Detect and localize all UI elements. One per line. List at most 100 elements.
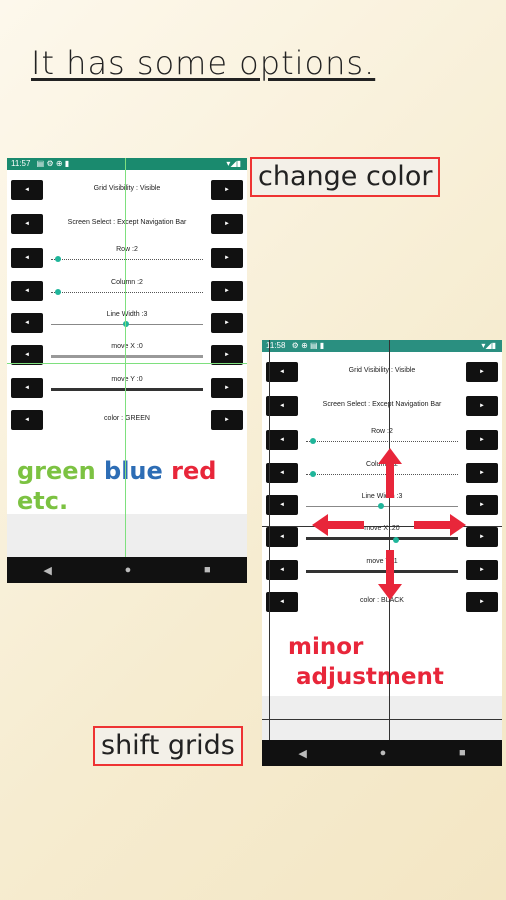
column-next-button[interactable]: ► xyxy=(466,463,498,483)
slider-thumb[interactable] xyxy=(123,321,129,327)
screen-select-prev-button[interactable]: ◄ xyxy=(266,396,298,416)
line-width-prev-button[interactable]: ◄ xyxy=(266,495,298,515)
row-label: Row :2 xyxy=(116,246,138,253)
move-y-slider[interactable] xyxy=(306,570,458,573)
status-icons-left: ▤ ⚙ ⊕ ▮ xyxy=(36,159,70,168)
word-red: red xyxy=(171,457,217,485)
color-next-button[interactable]: ► xyxy=(466,592,498,612)
line-width-row: ◄ Line Width :3 ► xyxy=(262,493,502,517)
color-prev-button[interactable]: ◄ xyxy=(266,592,298,612)
column-slider[interactable] xyxy=(51,289,203,295)
move-x-prev-button[interactable]: ◄ xyxy=(11,345,43,365)
screen-select-label: Screen Select : Except Navigation Bar xyxy=(67,219,187,226)
row-prev-button[interactable]: ◄ xyxy=(11,248,43,268)
status-time: 11:57 xyxy=(11,159,31,168)
column-slider[interactable] xyxy=(306,471,458,477)
slider-thumb[interactable] xyxy=(310,471,316,477)
move-x-next-button[interactable]: ► xyxy=(211,345,243,365)
screen-select-row: ◄ Screen Select : Except Navigation Bar … xyxy=(7,214,247,236)
row-slider[interactable] xyxy=(306,438,458,444)
color-next-button[interactable]: ► xyxy=(211,410,243,430)
color-label: color : GREEN xyxy=(104,415,150,422)
move-y-slider[interactable] xyxy=(51,388,203,391)
grid-visibility-label: Grid Visibility : Visible xyxy=(93,185,161,192)
column-prev-button[interactable]: ◄ xyxy=(266,463,298,483)
move-y-next-button[interactable]: ► xyxy=(211,378,243,398)
grid-visibility-next-button[interactable]: ► xyxy=(466,362,498,382)
grid-visibility-prev-button[interactable]: ◄ xyxy=(11,180,43,200)
grid-visibility-row: ◄ Grid Visibility : Visible ► xyxy=(7,180,247,202)
grid-visibility-prev-button[interactable]: ◄ xyxy=(266,362,298,382)
slider-thumb[interactable] xyxy=(55,289,61,295)
move-y-label: move Y :1 xyxy=(366,558,398,565)
bottom-gray-area xyxy=(7,514,247,557)
grid-line-vertical xyxy=(125,158,126,583)
word-green: green xyxy=(17,457,96,485)
row-slider[interactable] xyxy=(51,256,203,262)
move-x-row: ◄ move X :20 ► xyxy=(262,525,502,549)
color-prev-button[interactable]: ◄ xyxy=(11,410,43,430)
move-y-row: ◄ move Y :1 ► xyxy=(262,558,502,582)
column-label: Column :2 xyxy=(366,461,398,468)
column-next-button[interactable]: ► xyxy=(211,281,243,301)
grid-visibility-next-button[interactable]: ► xyxy=(211,180,243,200)
line-width-slider[interactable] xyxy=(306,503,458,509)
word-etc: etc. xyxy=(17,487,69,515)
move-x-label: move X :20 xyxy=(364,525,400,532)
slider-thumb[interactable] xyxy=(55,256,61,262)
move-x-next-button[interactable]: ► xyxy=(466,527,498,547)
grid-line-horizontal-bottom xyxy=(262,719,502,720)
grid-visibility-label: Grid Visibility : Visible xyxy=(348,367,416,374)
column-count-row: ◄ Column :2 ► xyxy=(262,461,502,485)
row-prev-button[interactable]: ◄ xyxy=(266,430,298,450)
screen-select-prev-button[interactable]: ◄ xyxy=(11,214,43,234)
move-x-slider[interactable] xyxy=(51,355,203,358)
status-icons-left: ⚙ ⊕ ▤ ▮ xyxy=(291,341,325,350)
color-options-text: green blue red etc. xyxy=(17,456,216,516)
move-y-label: move Y :0 xyxy=(111,376,143,383)
back-icon[interactable]: ◀ xyxy=(43,564,52,577)
line-width-next-button[interactable]: ► xyxy=(211,313,243,333)
arrow-left-icon xyxy=(312,514,364,536)
minor-line-2: adjustment xyxy=(296,664,444,690)
headline: It has some options. xyxy=(31,44,376,82)
grid-visibility-row: ◄ Grid Visibility : Visible ► xyxy=(262,362,502,384)
status-bar: 11:57 ▤ ⚙ ⊕ ▮ ▾◢▮ xyxy=(7,158,247,170)
column-prev-button[interactable]: ◄ xyxy=(11,281,43,301)
home-icon[interactable]: ● xyxy=(379,747,387,759)
slider-thumb[interactable] xyxy=(310,438,316,444)
line-width-slider[interactable] xyxy=(51,321,203,327)
minor-adjustment-text: minor adjustment xyxy=(288,632,444,692)
android-nav-bar: ◀ ● ■ xyxy=(7,557,247,583)
screen-select-next-button[interactable]: ► xyxy=(466,396,498,416)
row-count-row: ◄ Row :2 ► xyxy=(262,428,502,452)
back-icon[interactable]: ◀ xyxy=(298,747,307,760)
line-width-next-button[interactable]: ► xyxy=(466,495,498,515)
line-width-prev-button[interactable]: ◄ xyxy=(11,313,43,333)
move-y-next-button[interactable]: ► xyxy=(466,560,498,580)
column-label: Column :2 xyxy=(111,279,143,286)
grid-line-vertical-left xyxy=(269,340,270,766)
column-count-row: ◄ Column :2 ► xyxy=(7,279,247,303)
row-next-button[interactable]: ► xyxy=(466,430,498,450)
recents-icon[interactable]: ■ xyxy=(458,747,466,759)
minor-line-1: minor xyxy=(288,634,364,660)
grid-line-horizontal-center xyxy=(262,526,502,527)
screen-select-next-button[interactable]: ► xyxy=(211,214,243,234)
move-x-slider[interactable] xyxy=(306,537,458,543)
home-icon[interactable]: ● xyxy=(124,564,132,576)
status-icons-right: ▾◢▮ xyxy=(481,341,496,350)
row-next-button[interactable]: ► xyxy=(211,248,243,268)
move-x-prev-button[interactable]: ◄ xyxy=(266,527,298,547)
slider-thumb[interactable] xyxy=(378,503,384,509)
move-y-prev-button[interactable]: ◄ xyxy=(266,560,298,580)
color-row: ◄ color : GREEN ► xyxy=(7,410,247,432)
slider-thumb[interactable] xyxy=(393,537,399,543)
color-label: color : BLACK xyxy=(360,597,404,604)
recents-icon[interactable]: ■ xyxy=(203,564,211,576)
arrow-right-icon xyxy=(414,514,466,536)
arrow-up-icon xyxy=(378,448,402,498)
move-x-row: ◄ move X :0 ► xyxy=(7,343,247,367)
shift-grids-callout: shift grids xyxy=(93,726,243,766)
move-y-prev-button[interactable]: ◄ xyxy=(11,378,43,398)
